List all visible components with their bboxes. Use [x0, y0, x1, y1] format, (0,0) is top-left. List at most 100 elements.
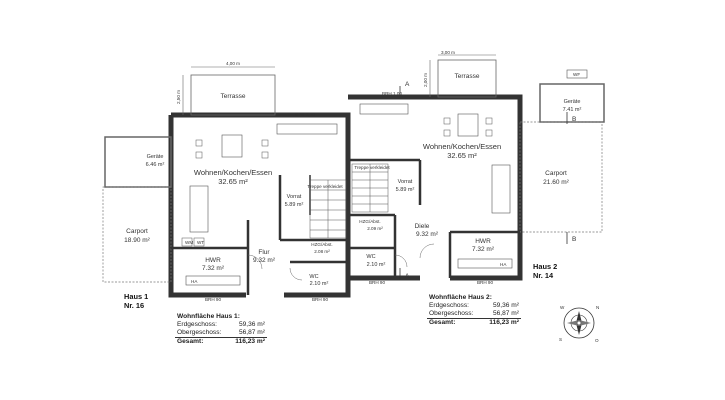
- house-2: [348, 54, 605, 281]
- h1-area-total-value: 116,23 m²: [235, 338, 265, 345]
- house-1: [102, 66, 351, 298]
- h1-area-row-og: Obergeschoss: 56,87 m²: [175, 329, 267, 337]
- h2-vorrat-area: 5.89 m²: [396, 187, 415, 193]
- compass-rose: [563, 307, 595, 339]
- h1-ha: HA: [191, 279, 198, 284]
- h1-hzg-area: 2.08 m²: [314, 249, 330, 254]
- h2-area-total-value: 116,23 m²: [489, 319, 519, 326]
- house-2-staircase: [351, 163, 389, 213]
- h1-wohnen-name: Wohnen/Kochen/Essen: [194, 168, 272, 177]
- house-2-label-line1: Haus 2: [533, 262, 558, 271]
- h2-hzg-name: HZG/Abst.: [359, 219, 380, 224]
- house-2-label-line2: Nr. 14: [533, 270, 554, 280]
- h2-carport-area: 21.60 m²: [543, 179, 569, 186]
- house-1-label-line2: Nr. 16: [124, 300, 145, 310]
- h1-flur-area: 9.32 m²: [253, 257, 276, 264]
- h2-dim-terrace-depth: 2,00 m: [423, 73, 428, 87]
- house-1-staircase: [309, 179, 347, 239]
- h1-vorrat-name: Vorrat: [287, 194, 302, 200]
- h1-brh-top: BRH 1,00: [295, 112, 315, 117]
- h2-wf: WF: [573, 72, 580, 77]
- h2-area-total-label: Gesamt:: [429, 319, 456, 326]
- h2-ha: HA: [500, 262, 507, 267]
- house-2-terrace: [437, 59, 497, 98]
- h2-area-og-label: Obergeschoss:: [429, 310, 474, 317]
- section-b-bottom: B: [572, 236, 576, 243]
- h1-area-title: Wohnfläche Haus 1:: [177, 313, 240, 320]
- h2-wohnen-name: Wohnen/Kochen/Essen: [423, 142, 501, 151]
- h2-wohnen-area: 32.65 m²: [447, 151, 477, 160]
- h1-carport-name: Carport: [126, 228, 148, 235]
- h2-diele-name: Diele: [415, 223, 430, 230]
- h2-area-eg-label: Erdgeschoss:: [429, 302, 469, 309]
- house-2-labels: Wohnen/Kochen/Essen 32.65 m² Terrasse 3,…: [354, 50, 581, 285]
- h2-area-eg-value: 59,36 m²: [492, 302, 519, 309]
- h2-brh-hwr: BRH 90: [477, 280, 494, 285]
- h1-terrasse: Terrasse: [221, 93, 246, 100]
- h2-brh-top: BRH 1,00: [382, 91, 402, 96]
- h1-hzg-name: HZG/Abst.: [311, 242, 332, 247]
- h2-brh-wc: BRH 90: [369, 280, 386, 285]
- h2-wc-name: WC: [366, 254, 375, 260]
- house-2-label: Haus 2 Nr. 14: [533, 262, 558, 280]
- h2-area-og-value: 56,87 m²: [492, 310, 519, 317]
- house-1-label-line1: Haus 1: [124, 292, 149, 301]
- h2-area-row-eg: Erdgeschoss: 59,36 m²: [427, 302, 521, 310]
- h1-brh-wc: BRH 90: [312, 297, 329, 302]
- h2-geraete-area: 7.41 m²: [563, 107, 582, 113]
- section-a-top: A: [405, 81, 410, 88]
- section-marks: [399, 86, 568, 280]
- h1-wc-area: 2.10 m²: [310, 281, 329, 287]
- h2-terrasse: Terrasse: [455, 73, 480, 80]
- h1-area-row-total: Gesamt: 116,23 m²: [175, 337, 267, 346]
- house-2-outer-wall: [348, 94, 523, 281]
- compass-w: W: [560, 305, 565, 310]
- h1-flur-name: Flur: [258, 249, 270, 256]
- compass-n: N: [596, 305, 599, 310]
- house-2-geraete-shed: [539, 83, 605, 123]
- h1-area-eg-value: 59,36 m²: [238, 321, 265, 328]
- section-b-top: B: [572, 116, 576, 123]
- h1-area-eg-label: Erdgeschoss:: [177, 321, 217, 328]
- h1-treppe: Treppe verkleidet: [307, 184, 343, 189]
- compass-e: O: [595, 338, 599, 343]
- house-2-area-table: Wohnfläche Haus 2: Erdgeschoss: 59,36 m²…: [427, 294, 521, 327]
- house-1-carport: [102, 186, 172, 283]
- h2-geraete-name: Geräte: [564, 99, 581, 105]
- h2-area-row-total: Gesamt: 116,23 m²: [427, 318, 521, 327]
- h1-dim-terrace-width: 4,00 m: [226, 61, 240, 66]
- compass-s: S: [559, 337, 562, 342]
- h2-hzg-area: 2.09 m²: [367, 226, 383, 231]
- h1-wc-name: WC: [309, 274, 318, 280]
- h1-carport-area: 18.90 m²: [124, 237, 150, 244]
- house-1-labels: Wohnen/Kochen/Essen 32.65 m² Terrasse 4,…: [124, 61, 343, 302]
- h2-area-title: Wohnfläche Haus 2:: [429, 294, 492, 301]
- h1-geraete-name: Geräte: [147, 154, 164, 160]
- h2-diele-area: 9.32 m²: [416, 231, 439, 238]
- house-2-carport: [519, 121, 603, 233]
- h1-vorrat-area: 5.89 m²: [285, 202, 304, 208]
- h1-area-og-label: Obergeschoss:: [177, 329, 222, 336]
- h2-dim-terrace-width: 3,00 m: [441, 50, 455, 55]
- h1-area-row-eg: Erdgeschoss: 59,36 m²: [175, 321, 267, 329]
- h1-area-og-value: 56,87 m²: [238, 329, 265, 336]
- h1-dim-terrace-depth: 2,50 m: [176, 90, 181, 104]
- h1-hwr-name: HWR: [205, 257, 221, 264]
- house-1-terrace: [190, 74, 276, 116]
- h2-vorrat-name: Vorrat: [398, 179, 413, 185]
- h2-area-row-og: Obergeschoss: 56,87 m²: [427, 310, 521, 318]
- h1-hwr-area: 7.32 m²: [202, 265, 225, 272]
- h2-treppe: Treppe verkleidet: [354, 165, 390, 170]
- h1-wt: WT: [197, 240, 204, 245]
- house-1-outer-wall: [168, 112, 351, 298]
- section-a-bottom: A: [405, 273, 410, 280]
- house-1-label: Haus 1 Nr. 16: [124, 292, 149, 310]
- h2-wc-area: 2.10 m²: [367, 262, 386, 268]
- h1-area-total-label: Gesamt:: [177, 338, 204, 345]
- h1-wohnen-area: 32.65 m²: [218, 177, 248, 186]
- h1-geraete-area: 6.46 m²: [146, 162, 165, 168]
- h2-hwr-name: HWR: [475, 238, 491, 245]
- h2-carport-name: Carport: [545, 170, 567, 177]
- house-1-area-table: Wohnfläche Haus 1: Erdgeschoss: 59,36 m²…: [175, 313, 267, 346]
